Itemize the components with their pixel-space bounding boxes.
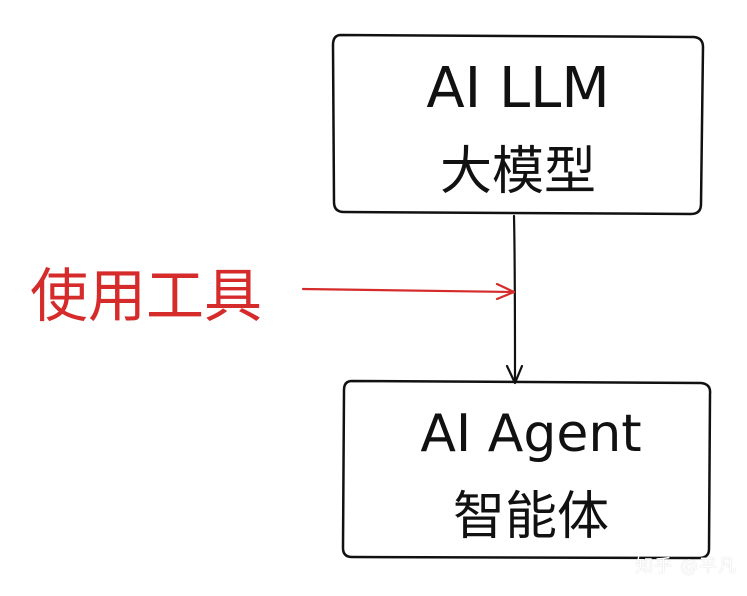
edge-label: 使用工具 xyxy=(30,262,262,330)
node-agent-subtitle: 智能体 xyxy=(453,487,609,547)
tool-arrow: 使用工具 xyxy=(30,262,516,330)
node-llm: AI LLM 大模型 xyxy=(331,33,705,216)
tool-arrow-head xyxy=(495,282,516,301)
node-llm-subtitle: 大模型 xyxy=(440,142,596,202)
node-agent-title: AI Agent xyxy=(420,404,641,464)
node-llm-box xyxy=(331,33,705,216)
connector xyxy=(505,214,524,385)
watermark: 知乎 @平凡 xyxy=(635,556,737,577)
node-agent-box xyxy=(341,379,712,560)
node-agent: AI Agent 智能体 xyxy=(341,379,712,560)
tool-arrow-line xyxy=(301,287,516,294)
connector-line xyxy=(512,214,517,382)
node-llm-title: AI LLM xyxy=(426,56,609,121)
